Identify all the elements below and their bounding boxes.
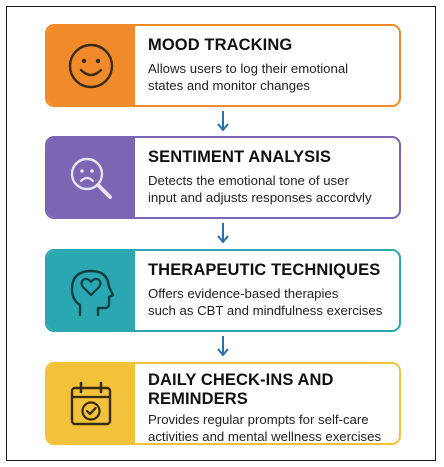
head-heart-icon	[70, 269, 115, 316]
step-icon-band	[47, 251, 135, 330]
step-description: Detects the emotional tone of user input…	[148, 173, 372, 205]
magnifier-sad-face-icon	[70, 157, 112, 199]
step-title: DAILY CHECK-INS AND REMINDERS	[148, 371, 334, 408]
step-description: Allows users to log their emotional stat…	[148, 61, 349, 93]
step-title: THERAPEUTIC TECHNIQUES	[148, 261, 381, 279]
step-description: Provides regular prompts for self-care a…	[148, 412, 382, 444]
step-title: MOOD TRACKING	[148, 36, 293, 54]
step-icon-band	[47, 138, 135, 217]
step-card-sentiment-analysis: SENTIMENT ANALYSIS Detects the emotional…	[45, 136, 401, 219]
step-card-therapeutic-techniques: THERAPEUTIC TECHNIQUES Offers evidence-b…	[45, 249, 401, 332]
down-arrow-icon	[217, 336, 229, 357]
step-card-daily-check-ins: DAILY CHECK-INS AND REMINDERS Provides r…	[45, 362, 401, 445]
step-icon-band	[47, 364, 135, 443]
down-arrow-icon	[217, 111, 229, 132]
step-title: SENTIMENT ANALYSIS	[148, 148, 332, 166]
smiley-face-icon	[68, 43, 114, 88]
step-card-mood-tracking: MOOD TRACKING Allows users to log their …	[45, 24, 401, 107]
step-description: Offers evidence-based therapies such as …	[148, 286, 383, 318]
step-icon-band	[47, 26, 135, 105]
calendar-check-icon	[70, 381, 112, 425]
down-arrow-icon	[217, 223, 229, 244]
